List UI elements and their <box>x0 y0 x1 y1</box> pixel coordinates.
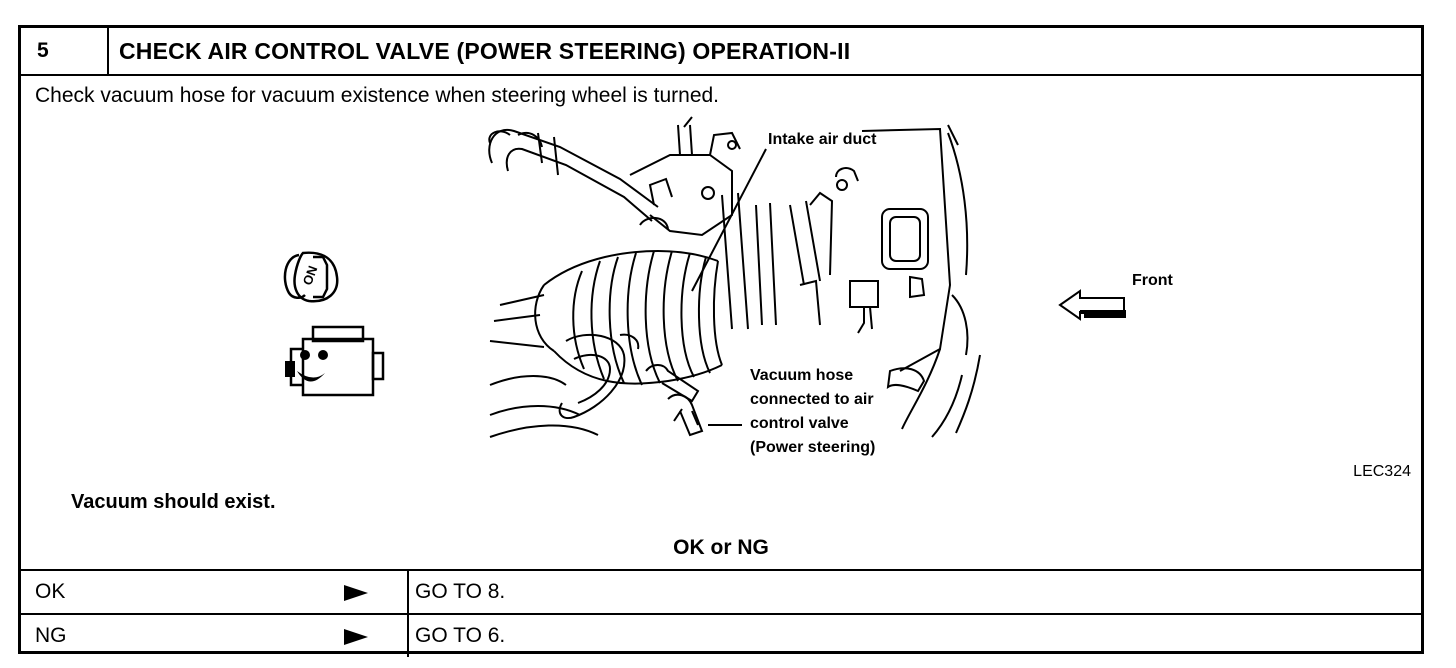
decision-prompt: OK or NG <box>673 536 769 559</box>
step-body: Check vacuum hose for vacuum existence w… <box>21 74 1421 569</box>
vacuum-hose-label-4: (Power steering) <box>750 439 876 456</box>
ignition-on-label: ON <box>300 264 321 287</box>
vacuum-hose-label-3: control valve <box>750 415 849 432</box>
ignition-on-engine-icon: ON <box>283 251 385 397</box>
outcome-action: GO TO 6. <box>415 624 506 647</box>
outcome-label: OK <box>35 580 66 603</box>
outcome-row-ok: OK GO TO 8. <box>21 569 1421 613</box>
vacuum-hose-label-2: connected to air <box>750 391 874 408</box>
step-title: CHECK AIR CONTROL VALVE (POWER STEERING)… <box>119 38 851 64</box>
play-arrow-icon <box>344 629 368 645</box>
front-arrow-icon <box>1058 289 1126 321</box>
engine-bay-illustration <box>488 116 981 438</box>
step-number: 5 <box>21 28 109 74</box>
vacuum-hose-label-1: Vacuum hose <box>750 367 854 384</box>
outcome-row-ng: NG GO TO 6. <box>21 613 1421 657</box>
outcome-label: NG <box>35 624 67 647</box>
reference-code: LEC324 <box>1353 463 1411 480</box>
diagnostic-step-table: 5 CHECK AIR CONTROL VALVE (POWER STEERIN… <box>18 25 1424 657</box>
intake-air-duct-label: Intake air duct <box>768 131 877 148</box>
play-arrow-icon <box>344 585 368 601</box>
expected-result: Vacuum should exist. <box>71 491 276 513</box>
front-label: Front <box>1132 272 1173 289</box>
step-header: 5 CHECK AIR CONTROL VALVE (POWER STEERIN… <box>21 28 1421 76</box>
instruction-text: Check vacuum hose for vacuum existence w… <box>35 84 720 107</box>
outcome-action: GO TO 8. <box>415 580 506 603</box>
